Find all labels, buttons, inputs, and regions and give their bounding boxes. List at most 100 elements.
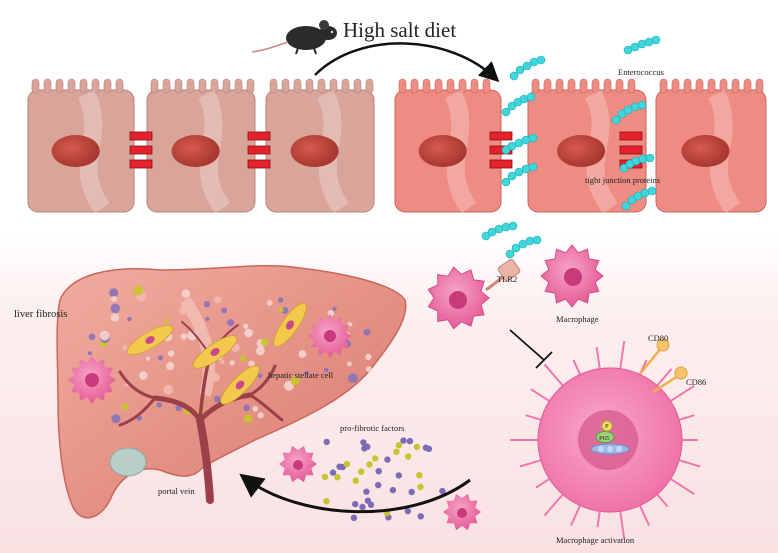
tight-junction-label: tight junction proteins: [585, 175, 660, 185]
tight-junction: [489, 159, 513, 169]
stellate-nucleus: [235, 380, 245, 390]
lesion-dot: [243, 404, 250, 412]
factor-dot: [343, 460, 351, 468]
microvillus: [567, 78, 576, 94]
pseudopod: [535, 477, 552, 489]
hepatic-stellate-label: hepatic stellate cell: [268, 370, 334, 380]
bacterium: [611, 115, 621, 125]
pseudopod: [595, 346, 602, 371]
factor-dot: [366, 461, 373, 468]
bacterium: [508, 221, 518, 231]
bacterium: [637, 100, 647, 110]
bacterium: [481, 231, 491, 241]
lesion-dot: [278, 297, 284, 303]
lesion-dot: [203, 301, 211, 308]
microvillus: [186, 78, 195, 94]
bacterium: [619, 163, 629, 173]
microvillus: [293, 78, 302, 94]
enterococcus-label: Enterococcus: [618, 67, 664, 77]
nucleus: [290, 135, 339, 167]
bacterium: [617, 109, 627, 119]
factor-dot: [352, 477, 359, 484]
factor-dot: [360, 439, 367, 446]
microvillus: [103, 78, 112, 94]
tight-junction: [129, 131, 153, 141]
lesion-dot: [111, 296, 117, 302]
bacterium: [638, 154, 648, 164]
lesion-dot: [88, 333, 96, 341]
lesion-dot: [243, 414, 253, 424]
microvillus: [55, 78, 64, 94]
lesion-dot: [168, 350, 175, 357]
bacterium: [501, 107, 511, 117]
bacterium: [507, 101, 517, 111]
bacterium: [621, 201, 631, 211]
lesion-dot: [290, 376, 300, 386]
lesion-dot: [257, 412, 264, 419]
factor-dot: [375, 481, 382, 489]
microvillus: [603, 78, 612, 94]
pseudopod: [530, 388, 552, 403]
microvillus: [410, 78, 419, 94]
microvillus: [422, 78, 431, 94]
stellate-nucleus: [210, 347, 220, 357]
tlr2-receptor-icon: [485, 258, 521, 292]
diet-arrow: [314, 42, 500, 83]
macrophage-nucleus: [85, 373, 99, 387]
pseudopod: [668, 477, 695, 495]
lesion-dot: [363, 328, 371, 336]
nucleus: [51, 135, 100, 167]
lesion-dot: [260, 338, 269, 347]
lesion-dot: [244, 328, 253, 338]
inhibition-arrow-icon: [509, 329, 553, 369]
microvillus: [591, 78, 600, 94]
factor-dot: [393, 448, 400, 455]
stellate-cells: [126, 302, 307, 405]
lesion-dot: [365, 353, 372, 361]
lesion-dot: [110, 313, 120, 322]
factor-dot: [375, 468, 382, 475]
factor-dot: [321, 473, 329, 481]
factor-dot: [323, 498, 330, 505]
lesion-dot: [327, 309, 335, 317]
nfkb-complex-icon: [590, 420, 630, 455]
factor-dot: [422, 444, 430, 451]
pseudopod: [655, 368, 673, 388]
bacterium: [505, 249, 515, 259]
microvillus: [305, 78, 314, 94]
lesion-dot: [348, 373, 358, 383]
bacterium: [536, 55, 546, 65]
epithelial-cell: [394, 78, 502, 214]
nucleus: [418, 135, 467, 167]
microvillus: [683, 78, 692, 94]
lesion-dot: [109, 288, 119, 298]
lesion-dot: [110, 303, 121, 314]
cd-receptors-icon: [639, 338, 688, 394]
lesion-dot: [163, 384, 174, 395]
tight-junction: [247, 145, 271, 155]
pseudopod: [572, 359, 582, 377]
normal-epithelium: [27, 78, 375, 214]
factor-dot: [358, 468, 365, 475]
factor-dot: [405, 453, 412, 460]
tight-junction: [247, 159, 271, 169]
microvillus: [115, 78, 124, 94]
bacterium: [522, 61, 532, 71]
macrophage-nucleus: [457, 508, 467, 518]
lesion-dot: [88, 351, 92, 356]
bacterium: [515, 65, 525, 75]
mouse-icon: [251, 20, 337, 55]
microvillus: [67, 78, 76, 94]
bacteria-icon: [481, 35, 661, 259]
epithelial-cell: [146, 78, 256, 214]
nucleus: [171, 135, 220, 167]
microvillus: [531, 78, 540, 94]
bacterium: [507, 171, 517, 181]
tight-junction: [129, 145, 153, 155]
microvillus: [398, 78, 407, 94]
macrophage-nucleus: [293, 460, 303, 470]
pseudopod: [676, 458, 701, 468]
microvillus: [695, 78, 704, 94]
tight-junction: [489, 131, 513, 141]
microvillus: [731, 78, 740, 94]
